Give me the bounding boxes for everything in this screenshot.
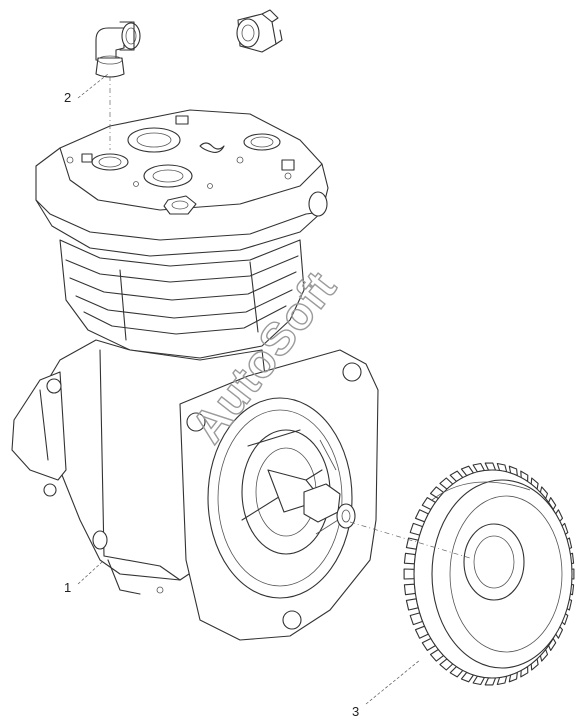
cylinder-head: [35, 109, 329, 257]
callout-2-label: 2: [64, 90, 71, 105]
elbow-fitting-left: [95, 21, 141, 78]
drive-shaft-nut: [267, 469, 356, 529]
callout-1-label: 1: [64, 580, 71, 595]
gear-tooth: [403, 552, 416, 565]
assembly-axis-line: [349, 521, 471, 559]
drive-gear: [403, 462, 575, 686]
callout-3-label: 3: [352, 704, 359, 719]
callout-2: 2: [64, 73, 111, 150]
elbow-fitting-right: [236, 9, 283, 53]
gear-tooth: [403, 583, 416, 596]
gear-tooth: [484, 677, 497, 686]
callout-1: 1: [64, 561, 103, 595]
gear-tooth: [484, 462, 497, 471]
callout-3: 3: [352, 659, 421, 719]
gear-tooth: [403, 568, 415, 580]
cylinder-block: [59, 239, 305, 359]
